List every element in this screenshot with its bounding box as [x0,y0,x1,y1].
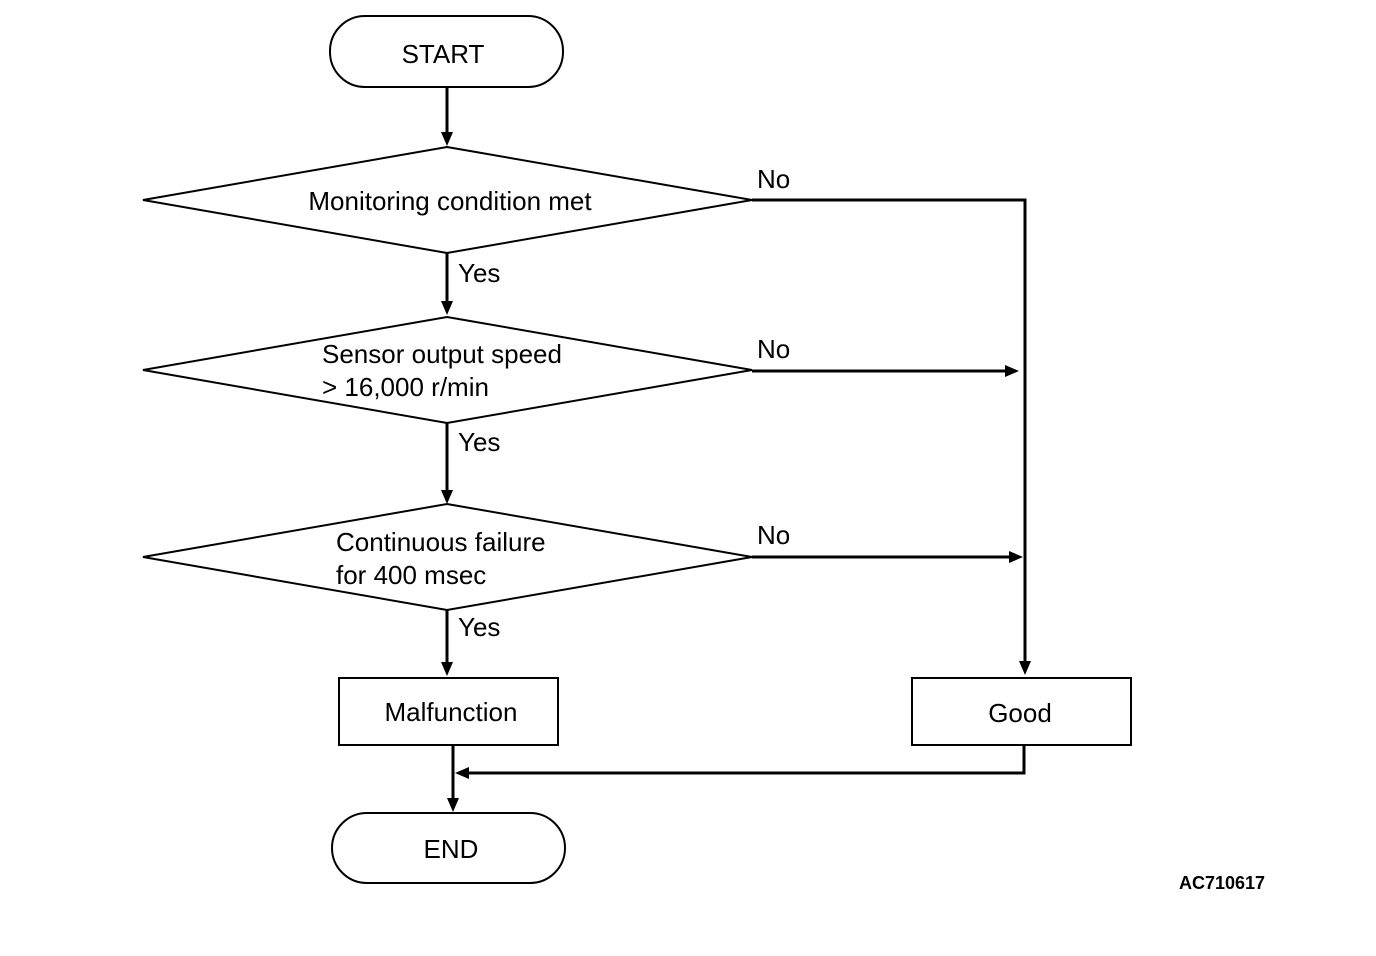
decision-3-label-line-2: for 400 msec [336,560,486,590]
arrowhead-down [441,132,453,146]
decision-1-label: Monitoring condition met [308,186,592,216]
figure-id: AC710617 [1179,873,1265,893]
end-terminal: END [331,812,566,884]
end-label: END [424,834,479,864]
arrowhead-right [1005,365,1019,377]
arrowhead-down [441,490,453,504]
decision-3-yes-label: Yes [458,612,500,642]
decision-3-no-label: No [757,520,790,550]
decision-sensor-output-speed: Sensor output speed > 16,000 r/min [142,315,753,425]
malfunction-box: Malfunction [338,677,559,746]
decision-2-label-line-1: Sensor output speed [322,339,562,369]
connector-decision-2-no: No [752,334,1019,377]
arrowhead-down [441,662,453,676]
arrowhead-down [441,301,453,315]
connector-decision-2-yes: Yes [441,423,500,504]
good-box: Good [911,677,1132,746]
connector-decision-3-no: No [752,520,1023,563]
start-terminal: START [329,15,564,88]
decision-1-no-label: No [757,164,790,194]
connector-start-to-decision-1 [441,87,453,146]
decision-continuous-failure: Continuous failure for 400 msec [142,502,753,612]
arrowhead-right [1009,551,1023,563]
connector-decision-3-yes: Yes [441,610,500,676]
decision-1-yes-label: Yes [458,258,500,288]
connector-decision-1-no: No [752,164,1031,675]
connector-decision-1-yes: Yes [441,253,500,315]
malfunction-label: Malfunction [385,697,518,727]
decision-2-yes-label: Yes [458,427,500,457]
connector-good-to-end [455,745,1026,779]
decision-2-label-line-2: > 16,000 r/min [322,372,489,402]
arrowhead-left [455,767,469,779]
start-label: START [402,39,485,69]
arrowhead-down [1019,661,1031,675]
decision-2-no-label: No [757,334,790,364]
connector-malfunction-to-end [447,745,459,812]
decision-monitoring-condition: Monitoring condition met [142,145,753,255]
good-label: Good [988,698,1052,728]
arrowhead-down [447,798,459,812]
decision-3-label-line-1: Continuous failure [336,527,546,557]
